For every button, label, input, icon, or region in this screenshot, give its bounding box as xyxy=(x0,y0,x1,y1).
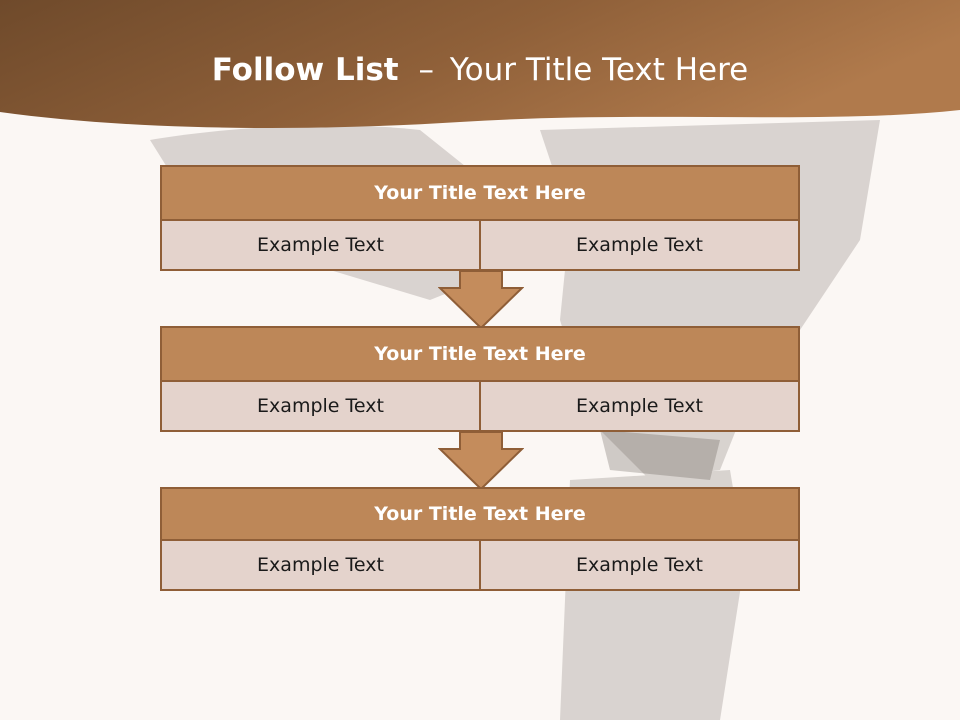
title-rest: Your Title Text Here xyxy=(449,52,749,88)
block-cell-right: Example Text xyxy=(481,221,800,271)
block-cell-left: Example Text xyxy=(160,221,481,271)
title-dash: – xyxy=(418,52,434,88)
block-cell-right: Example Text xyxy=(481,382,800,432)
block-title: Your Title Text Here xyxy=(160,487,800,541)
list-block-2: Your Title Text Here Example Text Exampl… xyxy=(160,326,800,432)
block-row: Example Text Example Text xyxy=(160,382,800,432)
header-banner xyxy=(0,0,960,128)
block-cell-right: Example Text xyxy=(481,541,800,591)
block-cell-left: Example Text xyxy=(160,382,481,432)
title-bold: Follow List xyxy=(211,52,399,88)
block-title: Your Title Text Here xyxy=(160,165,800,221)
down-arrow-1 xyxy=(438,270,524,330)
block-cell-left: Example Text xyxy=(160,541,481,591)
block-row: Example Text Example Text xyxy=(160,541,800,591)
list-block-1: Your Title Text Here Example Text Exampl… xyxy=(160,165,800,271)
slide-title: Follow List – Your Title Text Here xyxy=(0,52,960,88)
block-title: Your Title Text Here xyxy=(160,326,800,382)
down-arrow-2 xyxy=(438,431,524,491)
list-block-3: Your Title Text Here Example Text Exampl… xyxy=(160,487,800,591)
block-row: Example Text Example Text xyxy=(160,221,800,271)
